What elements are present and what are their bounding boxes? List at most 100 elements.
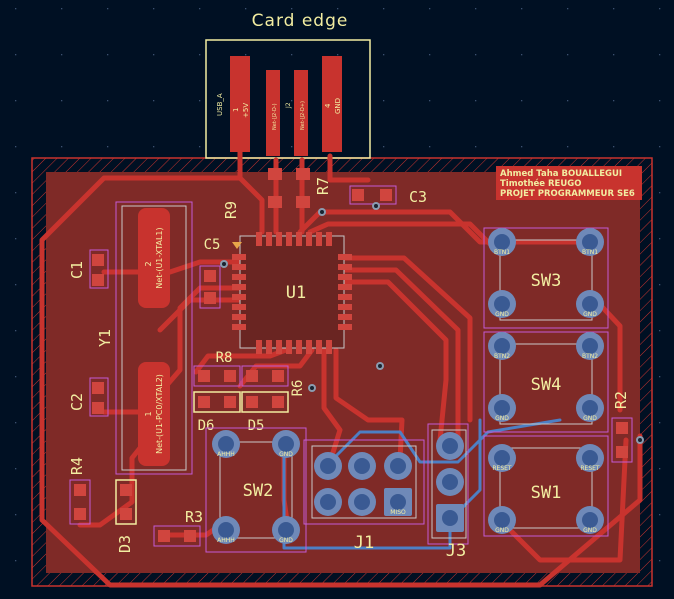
- sw2-gnd-label-bottom: GND: [279, 537, 293, 544]
- sw1-ref-label: SW1: [531, 483, 562, 503]
- usb-pin4-number: 4: [324, 103, 332, 108]
- y1-crystal[interactable]: 2 Net-(U1-XTAL1) 1 Net-(U1-PC0/XTAL2) Y1: [96, 201, 193, 475]
- r8-resistor[interactable]: R8: [193, 350, 241, 387]
- sw4-gnd-label-left: GND: [495, 415, 509, 422]
- j1-pin-6[interactable]: [314, 452, 342, 480]
- sw1-switch[interactable]: RESET RESET GND GND SW1: [483, 435, 609, 537]
- sw1-gnd-label-right: GND: [583, 527, 597, 534]
- y1-outline: [121, 205, 187, 471]
- c5-capacitor[interactable]: C5: [199, 237, 221, 309]
- sw1-outline: [499, 447, 593, 529]
- u1-chip[interactable]: U1: [232, 232, 352, 354]
- u1-ref-label: U1: [286, 283, 306, 303]
- y1-pad2-number: 2: [144, 261, 153, 266]
- j1-courtyard: [303, 439, 425, 525]
- usb-pin1-number: 1: [232, 108, 240, 112]
- sw3-pad-gnd-right[interactable]: [576, 290, 604, 318]
- sw3-btn1-label-left: BTN1: [494, 249, 510, 256]
- usb-pin1-net: +5V: [242, 103, 250, 118]
- sw3-switch[interactable]: BTN1 BTN1 GND GND SW3: [483, 227, 609, 329]
- r6-ref-label: R6: [290, 380, 306, 397]
- usb-pin-3[interactable]: [294, 70, 308, 156]
- y1-pad1-net: Net-(U1-PC0/XTAL2): [155, 374, 164, 454]
- sw1-gnd-label-left: GND: [495, 527, 509, 534]
- c1-ref-label: C1: [68, 261, 86, 279]
- sw3-btn1-label-right: BTN1: [582, 249, 598, 256]
- copper-pour: [46, 172, 640, 573]
- sw2-pad-ahhh-top[interactable]: [212, 430, 240, 458]
- sw3-pad-gnd-left[interactable]: [488, 290, 516, 318]
- r4-resistor[interactable]: R4: [68, 457, 91, 525]
- sw2-switch[interactable]: AHHH GND AHHH GND SW2: [205, 427, 307, 553]
- d5-outline: [241, 391, 289, 413]
- sw4-pad-btn2-left[interactable]: [488, 332, 516, 360]
- usb-pin-2[interactable]: [266, 70, 280, 156]
- y1-pad1-number: 1: [144, 411, 153, 416]
- sw4-pad-gnd-left[interactable]: [488, 394, 516, 422]
- sw2-pad-gnd-top[interactable]: [272, 430, 300, 458]
- r2-ref-label: R2: [612, 391, 630, 409]
- y1-pad-2[interactable]: [138, 208, 170, 308]
- usb-center-ref: J2: [285, 102, 292, 109]
- sw1-pad-gnd-right[interactable]: [576, 506, 604, 534]
- sw4-courtyard: [483, 331, 609, 433]
- r8-ref-label: R8: [216, 350, 233, 366]
- r6-courtyard: [241, 365, 289, 387]
- sw2-pad-ahhh-bottom[interactable]: [212, 516, 240, 544]
- j3-header[interactable]: J3: [427, 423, 469, 561]
- usb-pin-1[interactable]: [230, 56, 250, 152]
- j1-pin-4[interactable]: [348, 452, 376, 480]
- j3-pin-1[interactable]: [436, 504, 464, 532]
- r7-ref-label: R7: [314, 177, 332, 195]
- j1-pin-1[interactable]: [384, 488, 412, 516]
- sw3-pad-btn1-right[interactable]: [576, 228, 604, 256]
- sw1-pad-reset-right[interactable]: [576, 444, 604, 472]
- y1-pad-1[interactable]: [138, 362, 170, 466]
- usb-pin4-net: GND: [334, 98, 342, 114]
- sw3-pad-btn1-left[interactable]: [488, 228, 516, 256]
- d5-diode[interactable]: D5: [241, 391, 289, 434]
- j3-courtyard: [427, 423, 469, 545]
- card-edge-title: Card edge: [252, 11, 349, 31]
- j1-pin-2[interactable]: [384, 452, 412, 480]
- c2-capacitor[interactable]: C2: [68, 377, 109, 417]
- credits-block: Ahmed Taha BOUALLEGUI Timothée REUGO PRO…: [496, 166, 642, 200]
- j1-header[interactable]: MISO J1: [303, 439, 425, 553]
- sw4-pad-btn2-right[interactable]: [576, 332, 604, 360]
- c1-capacitor[interactable]: C1: [68, 249, 109, 289]
- sw2-ahhh-label-top: AHHH: [217, 451, 235, 458]
- sw2-gnd-label-top: GND: [279, 451, 293, 458]
- r9-ref-label: R9: [222, 201, 240, 219]
- j1-pin-3[interactable]: [348, 488, 376, 516]
- usb-connector[interactable]: USB_A 1 +5V Net-(J2-D-) J2 Net-(J2-D+) 4…: [216, 56, 342, 156]
- r2-resistor[interactable]: R2: [611, 391, 633, 463]
- r3-resistor[interactable]: R3: [153, 508, 203, 547]
- usb-pin-4[interactable]: [322, 56, 342, 152]
- sw1-reset-label-right: RESET: [580, 465, 600, 472]
- sw4-ref-label: SW4: [531, 375, 562, 395]
- r3-courtyard: [153, 525, 201, 547]
- sw2-ahhh-label-bottom: AHHH: [217, 537, 235, 544]
- sw4-switch[interactable]: BTN2 BTN2 GND GND SW4: [483, 331, 609, 433]
- sw4-pad-gnd-right[interactable]: [576, 394, 604, 422]
- sw2-pad-gnd-bottom[interactable]: [272, 516, 300, 544]
- j3-ref-label: J3: [446, 541, 466, 561]
- j3-pin-3[interactable]: [436, 432, 464, 460]
- r6-resistor[interactable]: R6: [241, 365, 306, 397]
- vias: [220, 202, 644, 444]
- r8-courtyard: [193, 365, 241, 387]
- sw4-gnd-label-right: GND: [583, 415, 597, 422]
- r7-resistor[interactable]: R7: [268, 168, 332, 208]
- sw2-ref-label: SW2: [243, 481, 274, 501]
- d6-ref-label: D6: [198, 418, 215, 434]
- c2-courtyard: [89, 377, 109, 417]
- j3-pin-2[interactable]: [436, 468, 464, 496]
- c3-ref-label: C3: [409, 188, 427, 206]
- sw1-pad-reset-left[interactable]: [488, 444, 516, 472]
- d6-diode[interactable]: D6: [193, 391, 241, 434]
- d3-diode[interactable]: D3: [115, 479, 137, 553]
- j1-pin-5[interactable]: [314, 488, 342, 516]
- sw1-pad-gnd-left[interactable]: [488, 506, 516, 534]
- c3-capacitor[interactable]: C3: [349, 185, 427, 206]
